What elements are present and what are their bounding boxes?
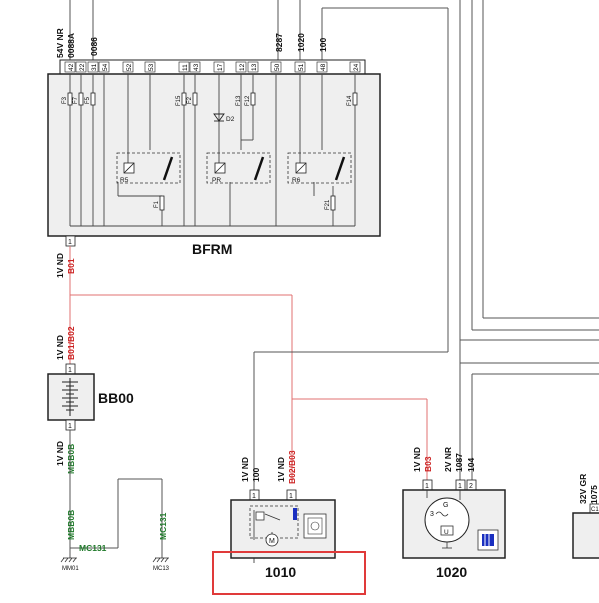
c-right-pin: C1	[591, 507, 599, 513]
relay-pr-label: PR	[212, 177, 221, 184]
fuse-f1: F1	[154, 200, 160, 208]
c1010-code-2: B02/B03	[287, 450, 297, 484]
bfrm-pin-label: 11	[182, 64, 189, 71]
bfrm-pin-label: 22	[79, 63, 86, 71]
bfrm-pin-label: 24	[353, 63, 360, 71]
bb00-pin-bottom: 1	[68, 423, 72, 430]
regulator-icon	[477, 529, 499, 551]
component-1010: 1V ND 100 1V ND B02/B03 1 1 M 1010	[230, 351, 448, 580]
label-100: 100	[318, 38, 328, 52]
bb00-bottom-wire: 1V ND	[55, 441, 65, 466]
bfrm-pin-label: 13	[251, 63, 258, 71]
ground-wire-code: MBB0B	[66, 510, 76, 540]
c1010-code-1: 100	[251, 468, 261, 482]
relay-r5: R5	[116, 152, 181, 184]
c1010-motor: M	[269, 538, 275, 545]
relay-r6: R6	[287, 152, 352, 184]
fuse-f2: F2	[187, 96, 193, 104]
bfrm-wire-left: 1V ND	[55, 253, 65, 278]
label-0086: 0086	[89, 37, 99, 56]
c1020-code-2: 1087	[454, 453, 464, 472]
fuse-f13: F13	[236, 95, 242, 106]
bfrm-name: BFRM	[192, 241, 232, 257]
indicator-icon	[293, 508, 297, 520]
component-1020: 1V ND B03 2V NR 1087 104 1 1 2 B L G 3 U	[402, 447, 506, 580]
bb00-name: BB00	[98, 390, 134, 406]
c1020-code-3: 104	[466, 458, 476, 472]
relay-pr: PR	[206, 152, 271, 184]
c1010-wire-2: 1V ND	[276, 457, 286, 482]
top-wires	[69, 0, 599, 480]
c1020-pin-1: 1	[425, 483, 429, 490]
c1020-wire-2: 2V NR	[443, 447, 453, 472]
bfrm-pin-label: 42	[68, 63, 75, 71]
fuse-f12: F12	[245, 95, 251, 106]
fuse-f5: F5	[85, 96, 91, 104]
bfrm-pin-label: 48	[320, 63, 327, 71]
bfrm-pin-label: 17	[217, 63, 224, 71]
bfrm-pin-label: 51	[298, 63, 305, 71]
ground-right-label: MC13	[153, 566, 170, 572]
c1020-pin-2: 1	[458, 483, 462, 490]
bfrm-pin-label: 50	[274, 63, 281, 71]
c1020-inner-3: 3	[430, 511, 434, 518]
fuse-f15: F15	[176, 95, 182, 106]
fuse-f7: F7	[73, 96, 79, 104]
bb00-module: 1V ND B01/B02 1 BB00 1 1V ND MBB0B	[47, 326, 134, 474]
label-1020: 1020	[296, 33, 306, 52]
bb00-pin-top: 1	[68, 367, 72, 374]
motor-icon	[265, 533, 279, 547]
diode-icon: D2	[213, 113, 235, 123]
c1020-inner-u: U	[444, 529, 449, 536]
relay-r5-label: R5	[120, 177, 129, 184]
relay-r6-label: R6	[292, 177, 301, 184]
c1010-name: 1010	[265, 564, 296, 580]
fuse-f3: F3	[62, 96, 68, 104]
ground-mid-code: MC131	[158, 512, 168, 540]
bfrm-pin-label: 12	[239, 63, 246, 71]
fuse-f21: F21	[325, 199, 331, 210]
c1020-inner-g: G	[443, 502, 448, 509]
red-wires	[69, 246, 428, 482]
fuse-f14: F14	[347, 95, 353, 106]
battery-icon	[62, 378, 78, 416]
bfrm-pin-label: 53	[148, 63, 155, 71]
label-54v-nr: 54V NR	[55, 28, 65, 58]
bb00-top-code: B01/B02	[66, 326, 76, 360]
ground-section: MBB0B MC131 MC131 MM01 MC13	[60, 430, 170, 572]
bfrm-pin-label: 31	[91, 63, 98, 71]
ground-icon	[60, 557, 169, 563]
bb00-bottom-code: MBB0B	[66, 444, 76, 474]
label-0088a: 0088A	[66, 33, 76, 58]
c1020-wire-1: 1V ND	[412, 447, 422, 472]
bfrm-pin-row: 42 22 31 54 52 53 11 43 17 12 13 50 51 48 24	[64, 61, 361, 73]
component-right-partial: 32V GR 1075 C1	[572, 474, 599, 559]
c1010-pin-1: 1	[252, 493, 256, 500]
c1010-wire-1: 1V ND	[240, 457, 250, 482]
bfrm-pin-label: 54	[102, 63, 109, 71]
c1020-code-1: B03	[423, 456, 433, 472]
c-right-code: 1075	[589, 485, 599, 504]
bfrm-pin-label: 52	[126, 63, 133, 71]
bb00-top-wire: 1V ND	[55, 335, 65, 360]
ground-left-label: MM01	[62, 566, 79, 572]
diode-label: D2	[226, 116, 235, 123]
bfrm-pin-label: 43	[193, 63, 200, 71]
top-wire-labels: 54V NR 0088A 0086 8287 1020 100	[55, 28, 328, 58]
c1010-pin-2: 1	[289, 493, 293, 500]
c-right-wire: 32V GR	[578, 474, 588, 504]
bfrm-bottom-pin: 1	[68, 239, 72, 246]
c1020-name: 1020	[436, 564, 467, 580]
bfrm-wire-code: B01	[66, 258, 76, 274]
c1020-pin-3: 2	[469, 483, 473, 490]
highlight-box	[212, 551, 366, 595]
ground-link-code: MC131	[79, 543, 107, 553]
bfrm-module: 42 22 31 54 52 53 11 43 17 12 13 50 51 48 24	[47, 59, 381, 257]
label-8287: 8287	[274, 33, 284, 52]
